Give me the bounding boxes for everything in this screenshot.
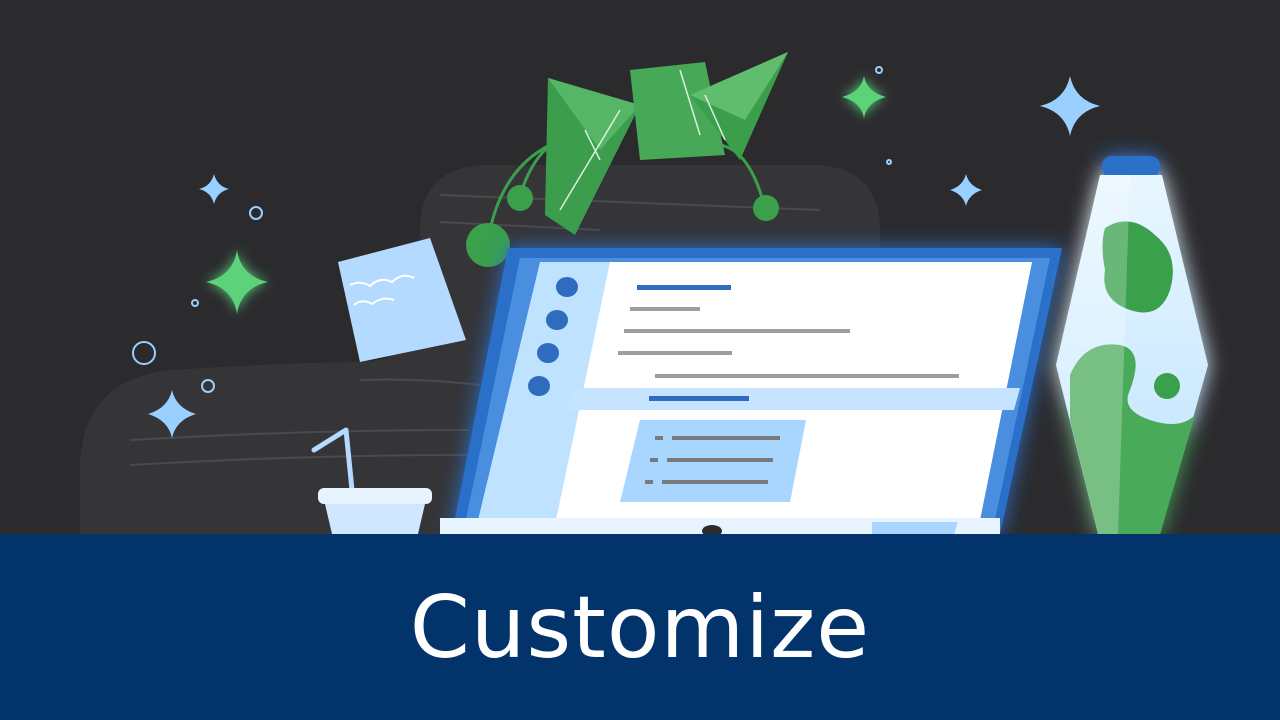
- banner-title: Customize: [409, 578, 871, 678]
- laptop-icon: [440, 248, 1062, 534]
- note-icon: [338, 238, 466, 362]
- bubble-icon: [132, 66, 892, 393]
- customize-illustration: [129, 52, 1208, 534]
- sparkle-icon: [148, 76, 1100, 438]
- title-banner: Customize: [0, 534, 1280, 720]
- cup-icon: [311, 427, 432, 534]
- plant-icon: [466, 52, 788, 267]
- sparkle-icon: [206, 76, 886, 314]
- lava-lamp-icon: [1056, 156, 1208, 534]
